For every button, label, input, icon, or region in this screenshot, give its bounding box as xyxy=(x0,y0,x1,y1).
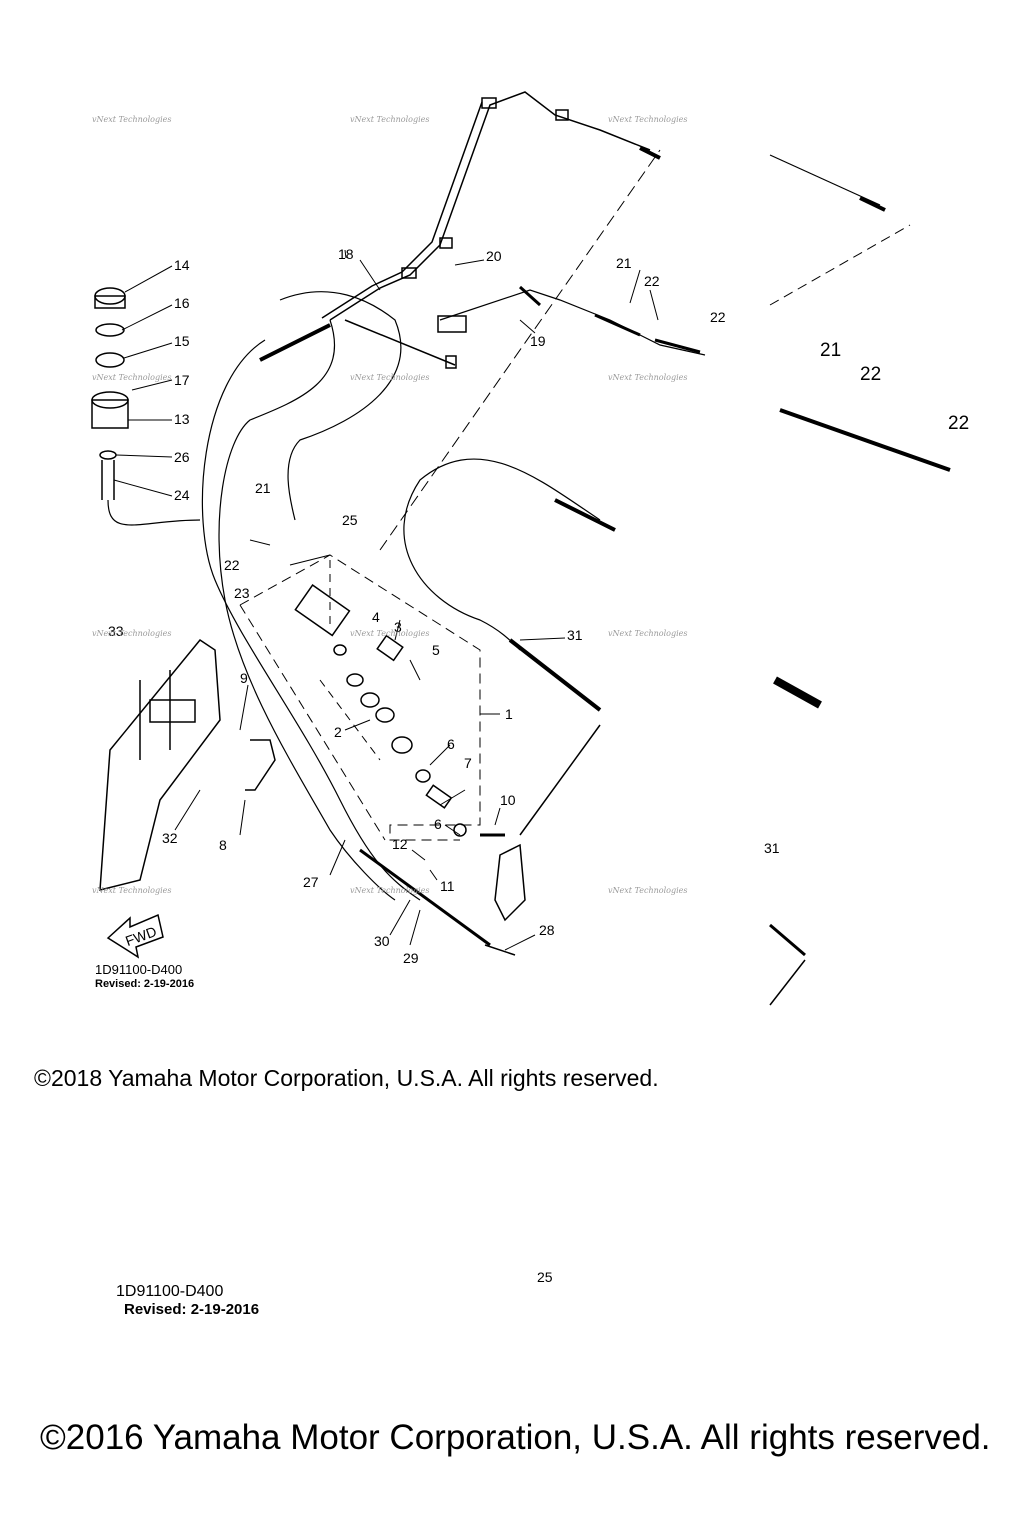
lower-revised-date: Revised: 2-19-2016 xyxy=(124,1301,260,1318)
diagram-code: 1D91100-D400 xyxy=(95,962,182,977)
watermark: vNext Technologies xyxy=(92,886,171,895)
callout-21a: 21 xyxy=(616,255,632,271)
watermark: vNext Technologies xyxy=(350,886,429,895)
callout-right-22b: 22 xyxy=(948,413,969,434)
callout-22a: 22 xyxy=(644,273,660,289)
callout-26: 26 xyxy=(174,449,190,465)
watermark: vNext Technologies xyxy=(350,373,429,382)
callout-25: 25 xyxy=(342,512,358,528)
callout-11: 11 xyxy=(440,878,455,894)
callout-8: 8 xyxy=(219,837,227,853)
callout-7: 7 xyxy=(464,755,472,771)
callout-19: 19 xyxy=(530,333,546,349)
watermark: vNext Technologies xyxy=(350,629,429,638)
watermark: vNext Technologies xyxy=(608,373,687,382)
callout-1: 1 xyxy=(505,706,513,722)
callout-30: 30 xyxy=(374,933,390,949)
callout-23: 23 xyxy=(234,585,250,601)
callout-22b: 22 xyxy=(710,309,726,325)
callout-18: 18 xyxy=(338,246,354,262)
callout-21b: 21 xyxy=(255,480,271,496)
watermark: vNext Technologies xyxy=(350,115,429,124)
callout-28: 28 xyxy=(539,922,555,938)
callout-5: 5 xyxy=(432,642,440,658)
watermark: vNext Technologies xyxy=(608,886,687,895)
callout-16: 16 xyxy=(174,295,190,311)
callout-27: 27 xyxy=(303,874,319,890)
callout-6b: 6 xyxy=(434,816,442,832)
linework xyxy=(91,91,951,1006)
callout-13: 13 xyxy=(174,411,190,427)
lower-fragment: 25 xyxy=(537,1269,553,1285)
watermark: vNext Technologies xyxy=(608,629,687,638)
callout-15: 15 xyxy=(174,333,190,349)
callout-right-31: 31 xyxy=(764,840,780,856)
callout-9: 9 xyxy=(240,670,248,686)
callout-29: 29 xyxy=(403,950,419,966)
callout-24: 24 xyxy=(174,487,190,503)
revised-date: Revised: 2-19-2016 xyxy=(95,978,194,990)
callout-right-22a: 22 xyxy=(860,364,881,385)
callout-6a: 6 xyxy=(447,736,455,752)
callout-31: 31 xyxy=(567,627,583,643)
callout-33: 33 xyxy=(108,623,124,639)
watermark: vNext Technologies xyxy=(92,629,171,638)
callout-12: 12 xyxy=(392,836,408,852)
callout-3: 3 xyxy=(394,619,402,635)
callout-4: 4 xyxy=(372,609,380,625)
callout-right-21: 21 xyxy=(820,340,841,361)
callout-17: 17 xyxy=(174,372,190,388)
watermark: vNext Technologies xyxy=(608,115,687,124)
callout-22c: 22 xyxy=(224,557,240,573)
callout-10: 10 xyxy=(500,792,516,808)
lower-diagram-code: 1D91100-D400 xyxy=(116,1283,224,1300)
callout-labels: 14 16 15 17 13 26 24 18 20 21 22 22 19 2… xyxy=(108,246,969,966)
callout-20: 20 xyxy=(486,248,502,264)
copyright-lower: ©2016 Yamaha Motor Corporation, U.S.A. A… xyxy=(40,1418,991,1457)
watermark: vNext Technologies xyxy=(92,115,171,124)
watermark: vNext Technologies xyxy=(92,373,171,382)
callout-32: 32 xyxy=(162,830,178,846)
callout-14: 14 xyxy=(174,257,190,273)
callout-2: 2 xyxy=(334,724,342,740)
copyright-main: ©2018 Yamaha Motor Corporation, U.S.A. A… xyxy=(34,1065,659,1091)
watermarks: vNext Technologies vNext Technologies vN… xyxy=(92,115,687,895)
